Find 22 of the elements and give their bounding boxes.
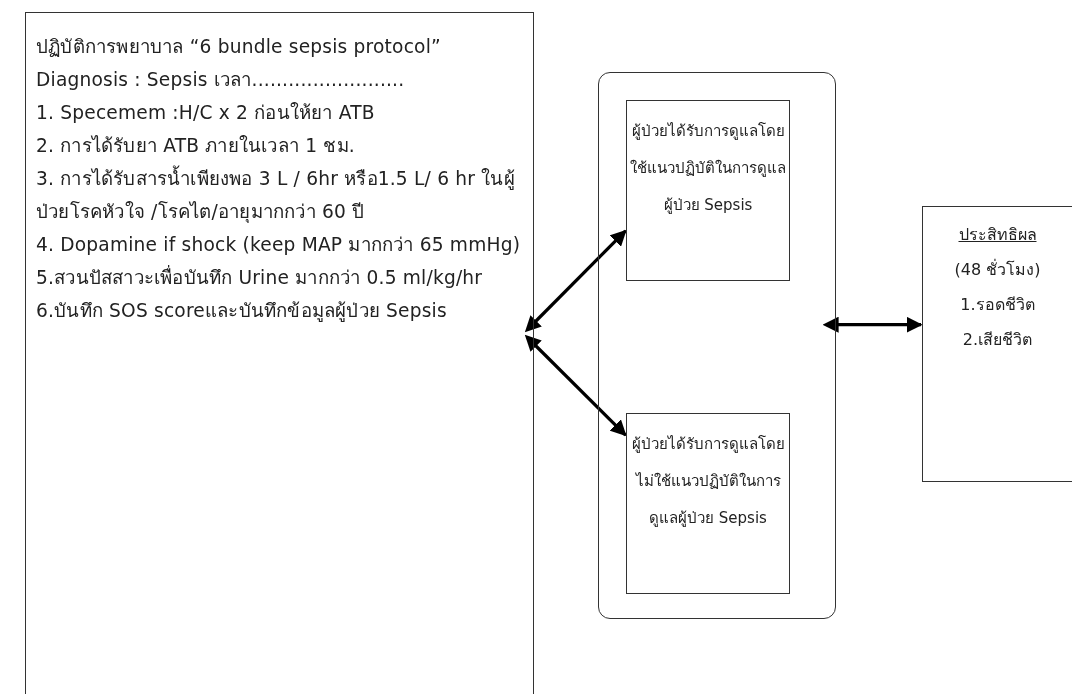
arrow bbox=[524, 334, 627, 437]
body-text: 6.บันทึก SOS scoreและบันทึกข้อมูลผู้ป่วย Sepsis bbox=[36, 299, 448, 324]
protocol-box bbox=[25, 12, 534, 694]
body-text: (48 ชั่วโมง) bbox=[953, 258, 1042, 281]
body-text: 4. Dopamine if shock (keep MAP มากกว่า 65 mmHg) bbox=[36, 233, 522, 257]
body-text: 2. การได้รับยา ATB ภายในเวลา 1 ชม. bbox=[36, 134, 356, 158]
group-box bbox=[598, 72, 836, 619]
arrow bbox=[524, 229, 627, 333]
body-text: ผู้ป่วยได้รับการดูแลโดยไม่ใช้แนวปฏิบัติในการดูแลผู้ป่วย Sepsis bbox=[630, 434, 786, 529]
process-box bbox=[626, 413, 790, 594]
heading-text: ปฏิบัติการพยาบาล “6 bundle sepsis protocol” bbox=[36, 35, 442, 59]
process-box bbox=[626, 100, 790, 281]
body-text: 1. Specemem :H/C x 2 ก่อนให้ยา ATB bbox=[36, 101, 376, 125]
body-text: 1.รอดชีวิต bbox=[959, 294, 1036, 316]
heading-text: ประสิทธิผล bbox=[958, 225, 1037, 244]
outcome-box bbox=[922, 206, 1072, 482]
body-text: ผู้ป่วยได้รับการดูแลโดยใช้แนวปฏิบัติในการดูแลผู้ป่วย Sepsis bbox=[629, 121, 787, 216]
body-text: 5.สวนปัสสาวะเพื่อบันทึก Urine มากกว่า 0.5 ml/kg/hr bbox=[36, 264, 484, 290]
arrow bbox=[822, 316, 923, 333]
body-text: 3. การได้รับสารน้ำเพียงพอ 3 L / 6hr หรือ1.5 L/ 6 hr ในผู้ป่วยโรคหัวใจ /โรคไต/อายุมากกว่า 60 ปี bbox=[36, 162, 523, 228]
body-text: 2.เสียชีวิต bbox=[961, 329, 1034, 351]
body-text: Diagnosis : Sepsis เวลา......................... bbox=[36, 68, 406, 92]
